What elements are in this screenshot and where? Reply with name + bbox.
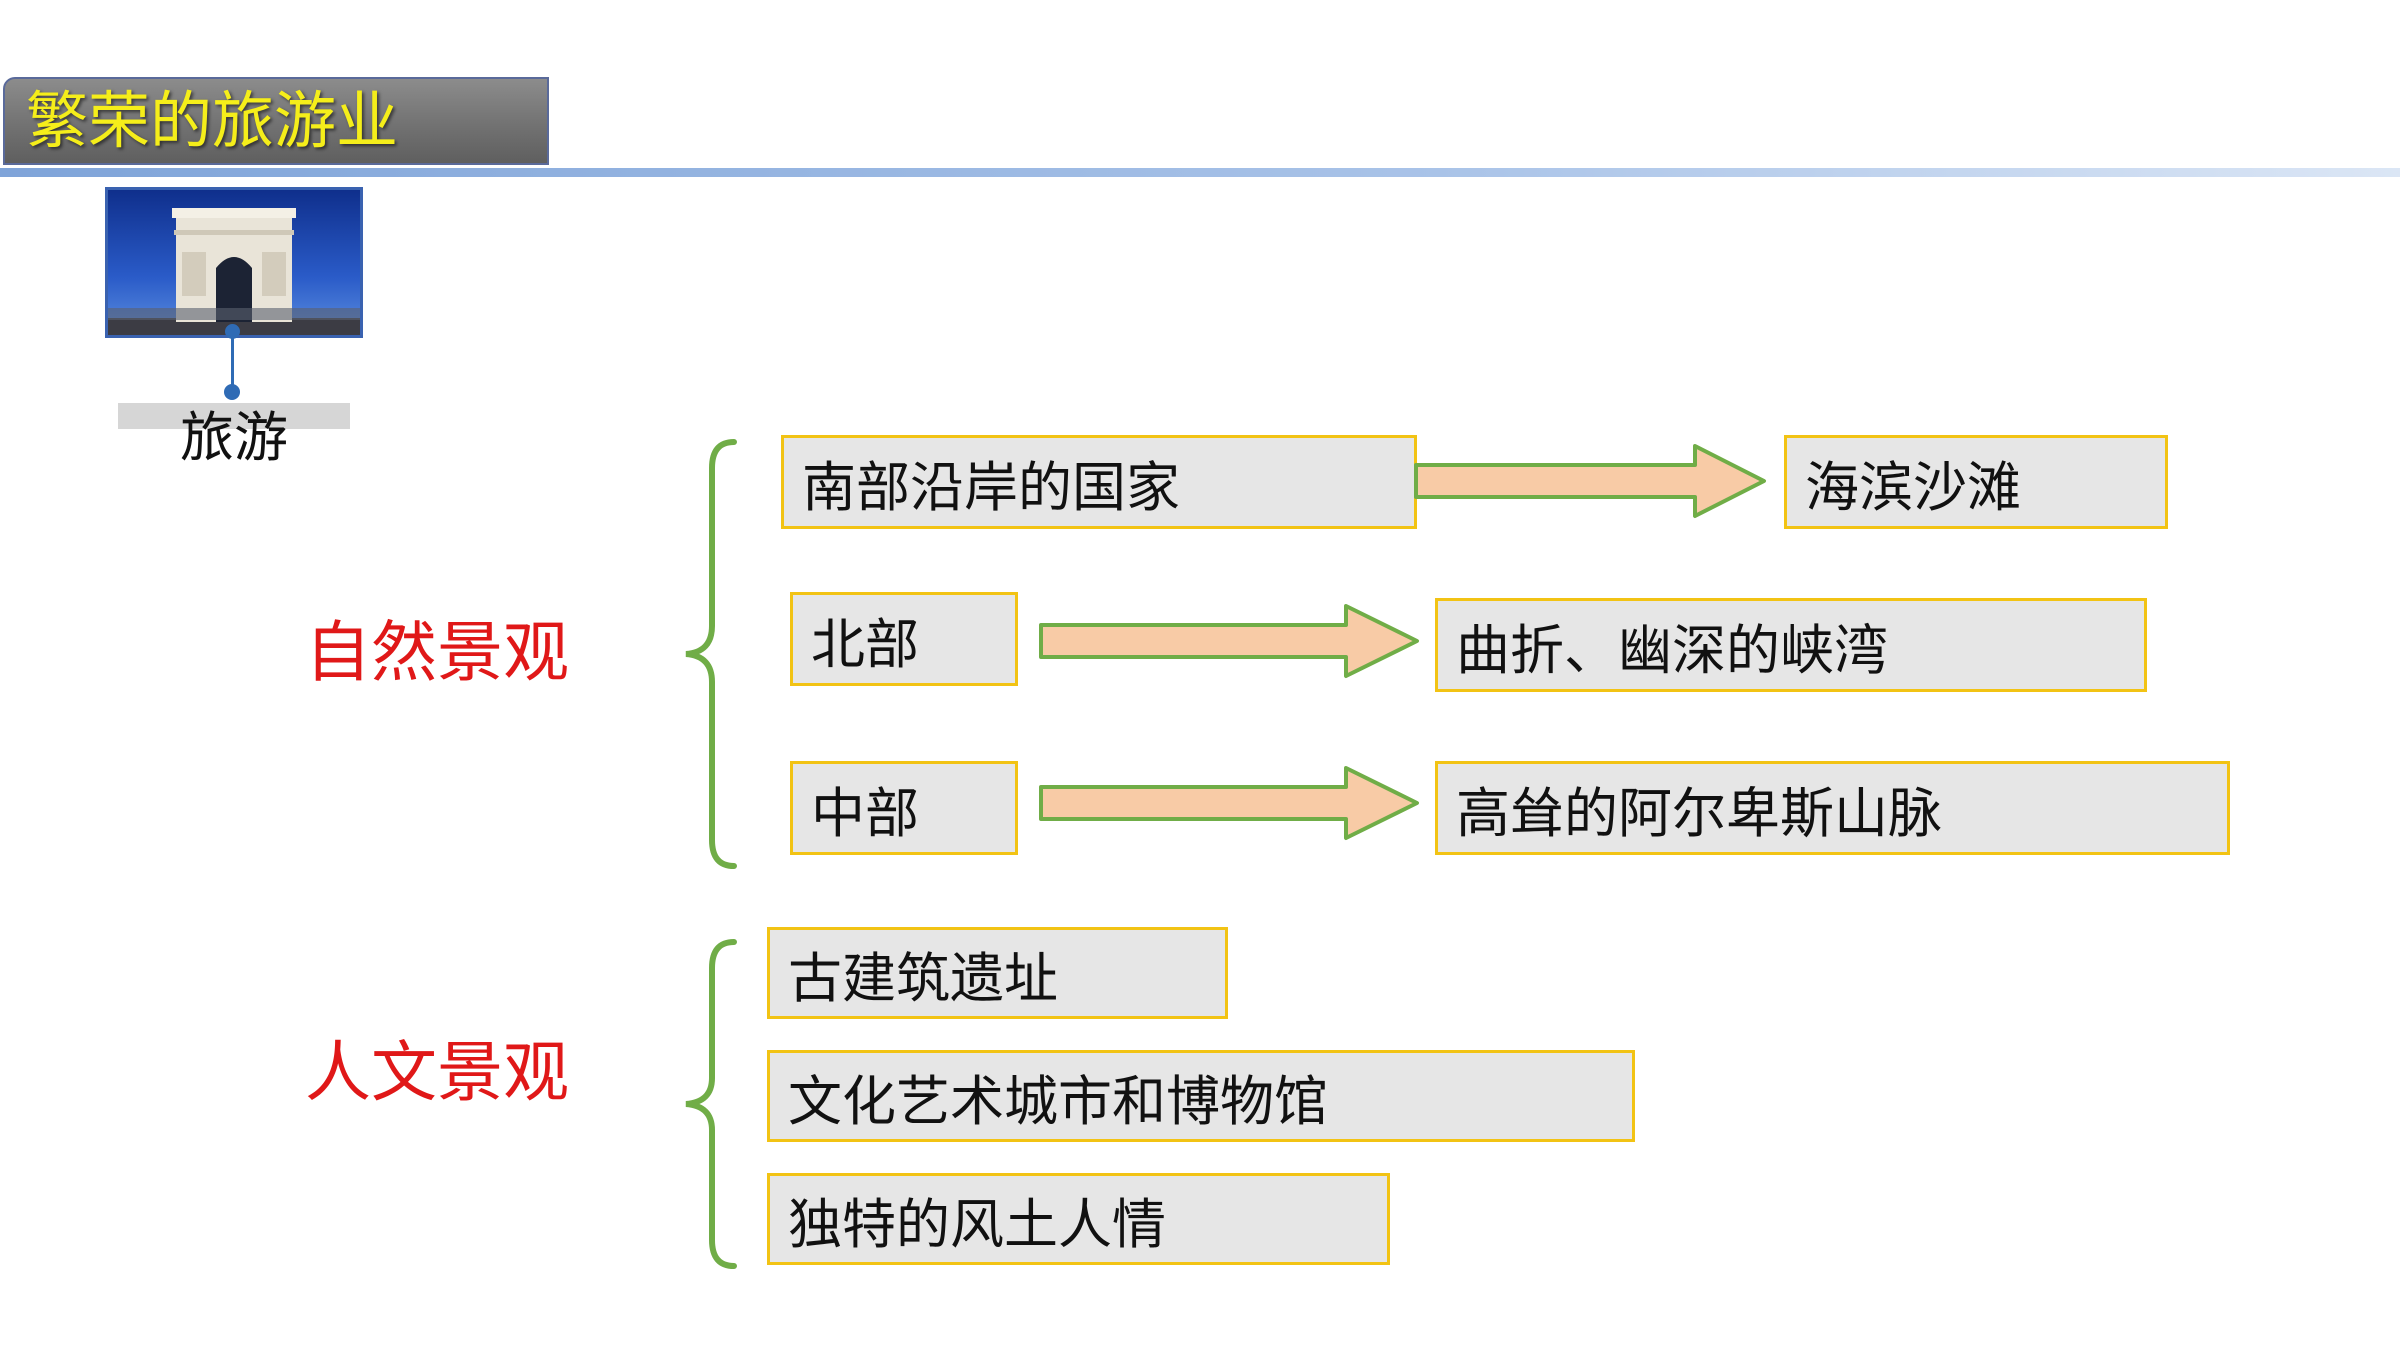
cultural-item-text: 文化艺术城市和博物馆	[788, 1069, 1328, 1133]
cultural-landscape-label: 人文景观	[305, 1034, 569, 1111]
tourism-label: 旅游	[180, 406, 288, 469]
feature-box-fjord: 曲折、幽深的峡湾	[1435, 598, 2147, 692]
feature-text: 海滨沙滩	[1805, 455, 2021, 519]
region-box-central: 中部	[790, 761, 1018, 855]
title-underline	[0, 168, 2400, 177]
arc-de-triomphe-photo	[105, 187, 363, 338]
region-text: 中部	[811, 781, 919, 845]
natural-brace	[685, 439, 737, 869]
title-tab	[3, 77, 549, 165]
feature-text: 高耸的阿尔卑斯山脉	[1456, 781, 1942, 845]
region-box-north: 北部	[790, 592, 1018, 686]
natural-landscape-label: 自然景观	[305, 614, 569, 691]
tourism-label-bar	[118, 403, 350, 429]
arrow-right-icon	[1039, 766, 1419, 840]
connector-dot	[225, 324, 240, 339]
cultural-item-text: 独特的风土人情	[788, 1192, 1166, 1256]
page-title: 繁荣的旅游业	[26, 84, 399, 157]
region-text: 北部	[811, 612, 919, 676]
arrow-right-icon	[1039, 604, 1419, 678]
cultural-item-ruins: 古建筑遗址	[767, 927, 1228, 1019]
connector-line	[231, 329, 234, 391]
cultural-item-customs: 独特的风土人情	[767, 1173, 1390, 1265]
cultural-item-cities-museums: 文化艺术城市和博物馆	[767, 1050, 1635, 1142]
cultural-item-text: 古建筑遗址	[788, 946, 1058, 1010]
feature-box-alps: 高耸的阿尔卑斯山脉	[1435, 761, 2230, 855]
region-text: 南部沿岸的国家	[802, 455, 1180, 519]
arrow-right-icon	[1414, 444, 1766, 518]
region-box-south: 南部沿岸的国家	[781, 435, 1417, 529]
feature-box-beach: 海滨沙滩	[1784, 435, 2168, 529]
connector-dot	[224, 384, 240, 400]
arch-illustration	[108, 190, 360, 335]
feature-text: 曲折、幽深的峡湾	[1456, 618, 1888, 682]
cultural-brace	[685, 939, 737, 1269]
